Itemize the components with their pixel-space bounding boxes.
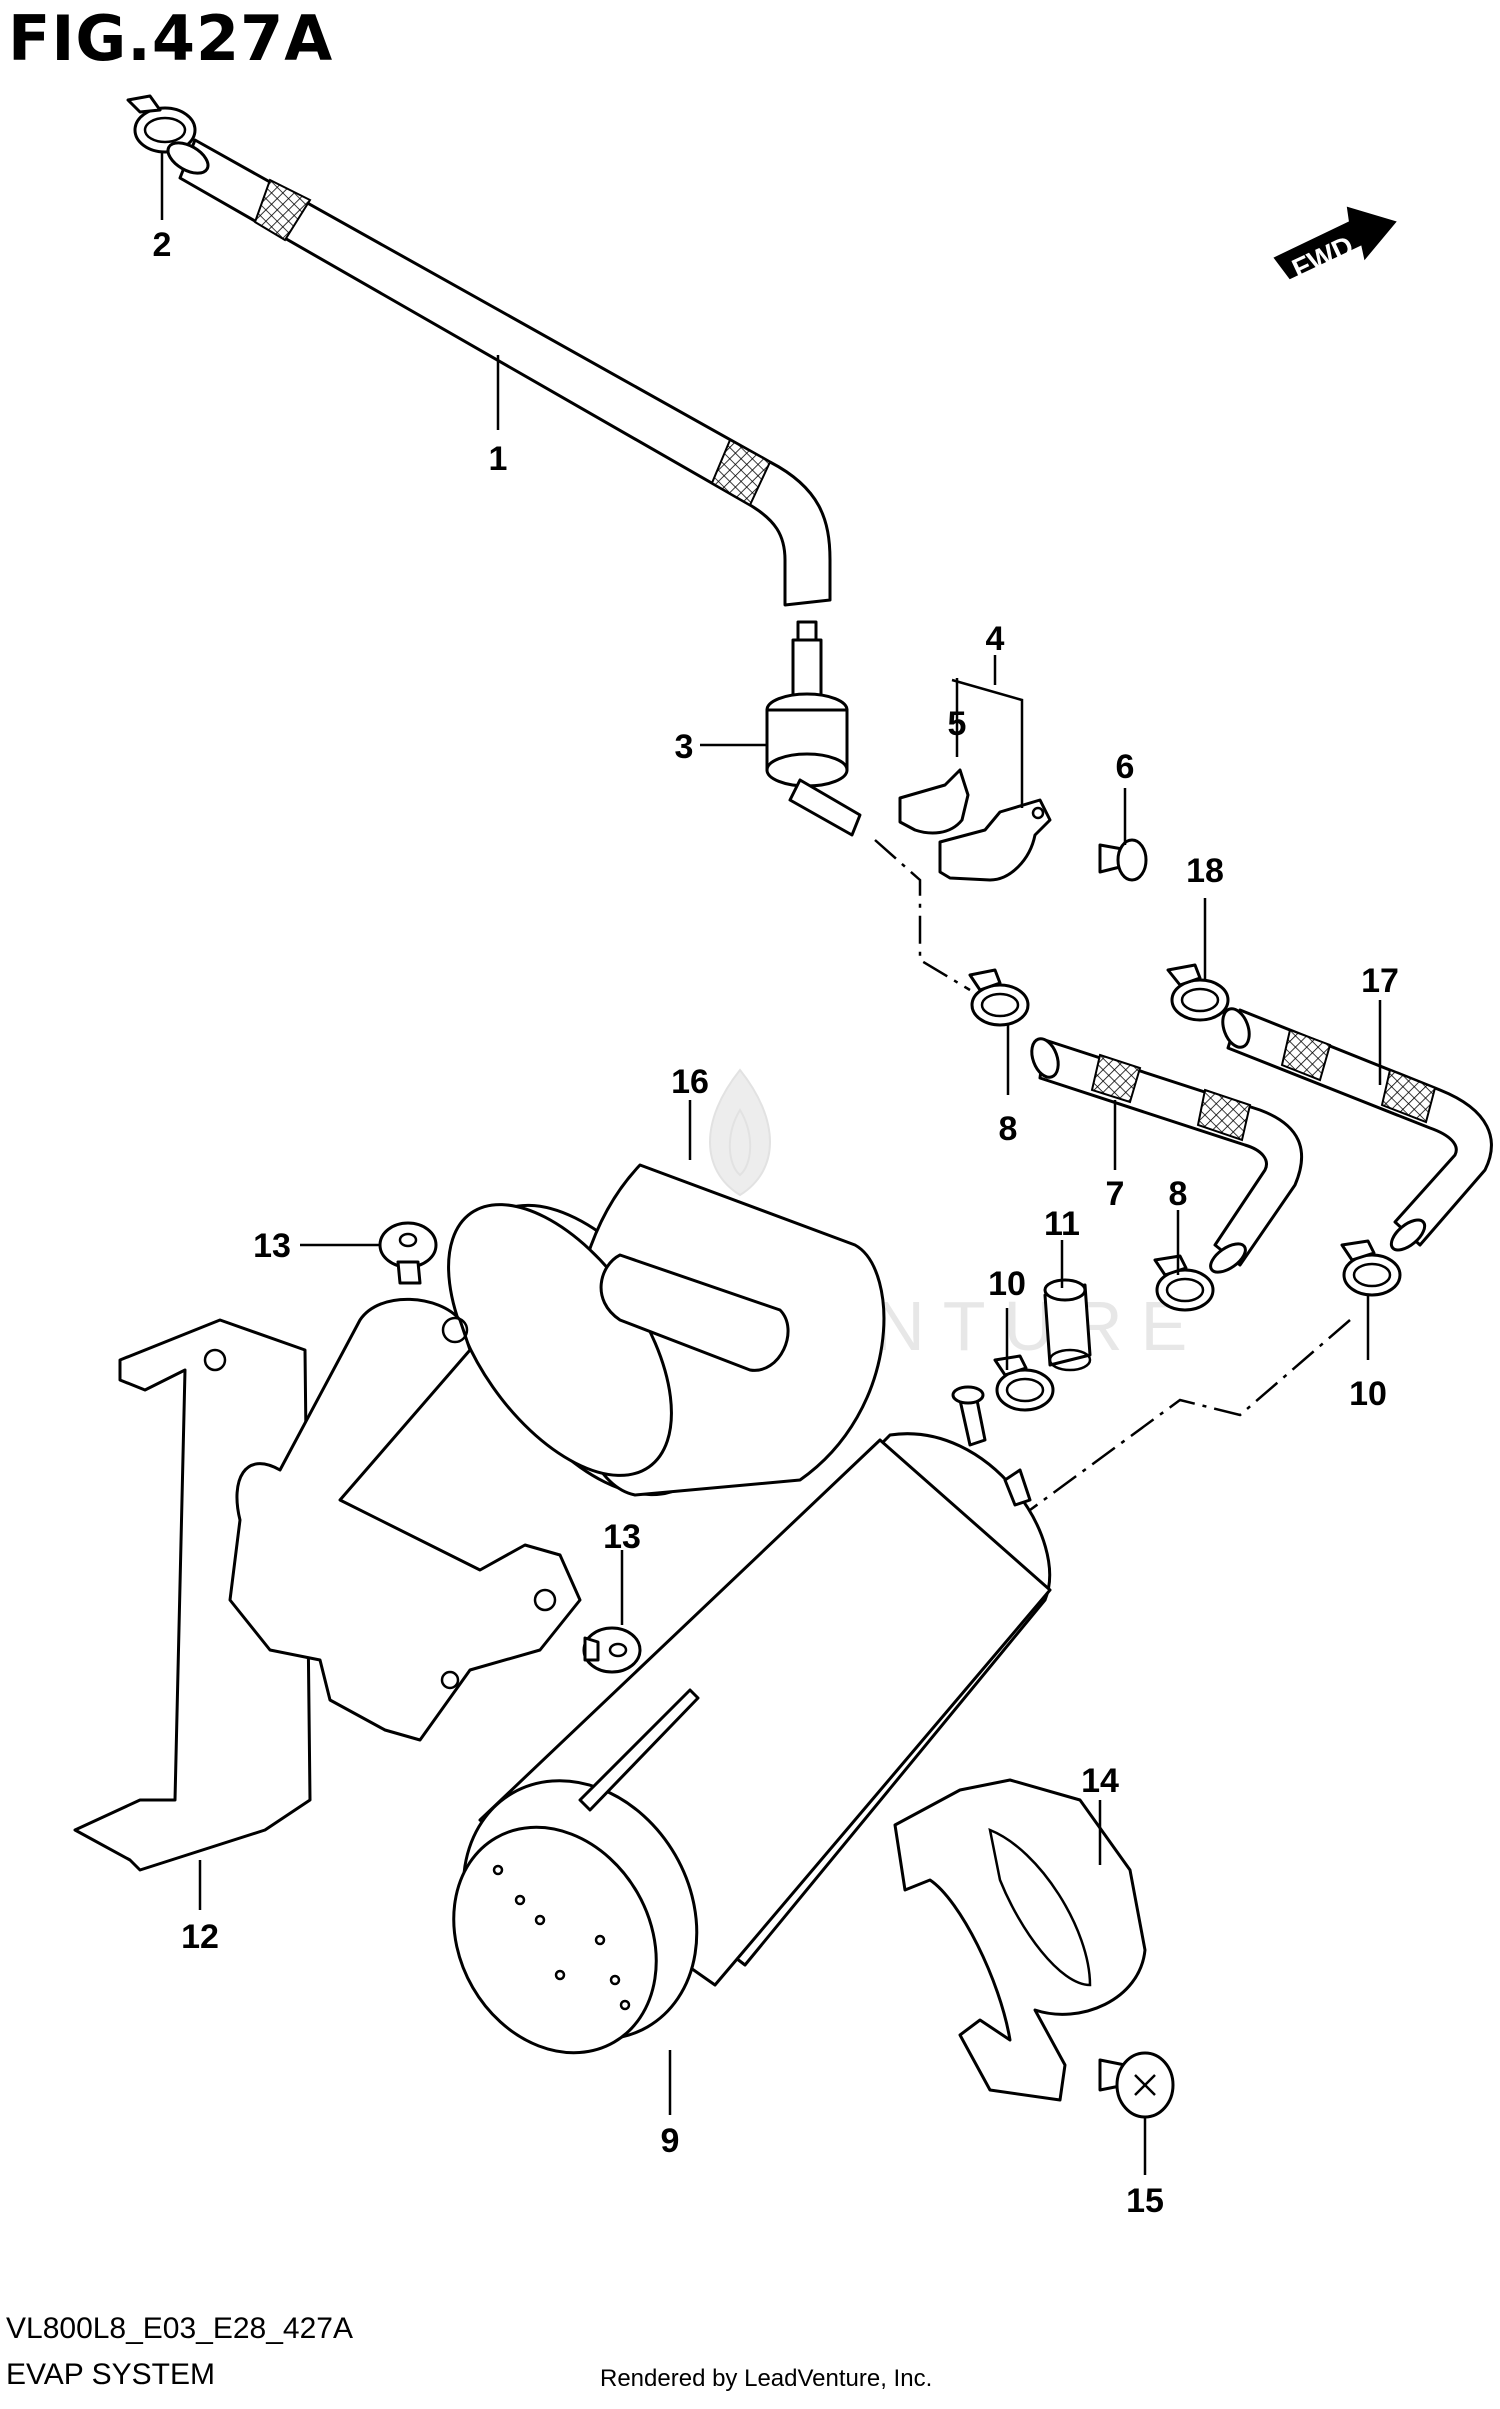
part-7-hose <box>1030 1037 1304 1274</box>
callout-3: 3 <box>675 728 694 766</box>
part-8-clamp-lower <box>1153 1210 1215 1312</box>
callout-11: 11 <box>1044 1205 1080 1243</box>
callout-13-lower: 13 <box>603 1518 641 1556</box>
part-18-clamp <box>1166 898 1230 1022</box>
callout-10-right: 10 <box>1349 1375 1387 1413</box>
drawing-code: VL800L8_E03_E28_427A <box>6 2312 353 2345</box>
callout-16: 16 <box>671 1063 709 1101</box>
callout-8-upper: 8 <box>999 1110 1018 1148</box>
part-14-holder <box>893 1778 1147 2102</box>
part-15-screw <box>1098 2051 1175 2175</box>
callout-5: 5 <box>948 705 967 743</box>
fwd-indicator: FWD <box>1273 206 1397 285</box>
part-10-clamp-right <box>1340 1239 1402 1360</box>
route-line-upper <box>874 839 971 992</box>
part-4-5-clamp-set <box>898 655 1052 882</box>
callout-10-center: 10 <box>988 1265 1026 1303</box>
callout-1: 1 <box>489 440 508 478</box>
callout-6: 6 <box>1116 748 1135 786</box>
flame-logo-icon <box>709 1068 771 1197</box>
arrow-right-icon <box>1273 206 1397 280</box>
callout-4: 4 <box>986 620 1005 658</box>
callout-14: 14 <box>1081 1762 1119 1800</box>
callout-15: 15 <box>1126 2182 1164 2220</box>
part-11-hose <box>1043 1240 1092 1372</box>
callout-12: 12 <box>181 1918 219 1956</box>
callout-2: 2 <box>153 226 172 264</box>
render-credit: Rendered by LeadVenture, Inc. <box>600 2365 933 2392</box>
part-10-clamp-center <box>993 1308 1055 1412</box>
callout-9: 9 <box>661 2122 680 2160</box>
system-name: EVAP SYSTEM <box>6 2358 215 2391</box>
part-6-screw <box>1098 788 1148 882</box>
part-13-bolt-upper <box>300 1221 438 1285</box>
part-12-bracket <box>73 1297 582 1910</box>
part-8-clamp-upper <box>968 968 1030 1095</box>
part-13-bolt-lower <box>582 1550 642 1674</box>
callout-17: 17 <box>1361 962 1399 1000</box>
part-2-clamp <box>126 94 197 220</box>
callout-7: 7 <box>1106 1175 1125 1213</box>
part-9-canister <box>452 1385 1052 2115</box>
part-17-hose <box>1221 1000 1493 1252</box>
part-16-sleeve <box>447 1100 886 1497</box>
route-line-lower <box>1029 1319 1351 1512</box>
callout-13-upper: 13 <box>253 1227 291 1265</box>
figure-title: FIG.427A <box>8 2 334 75</box>
callout-18: 18 <box>1186 852 1224 890</box>
callout-8-lower: 8 <box>1169 1175 1188 1213</box>
part-1-hose <box>166 138 832 607</box>
part-3-valve <box>700 620 862 837</box>
